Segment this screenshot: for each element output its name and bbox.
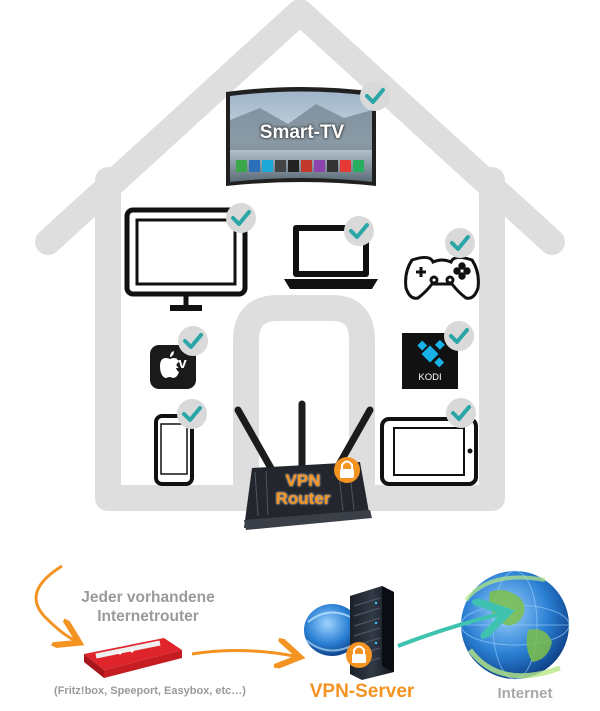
vpn-server-label: VPN-Server bbox=[309, 681, 415, 702]
smart-tv-label: Smart-TV bbox=[259, 122, 345, 143]
router-lock-icon bbox=[334, 457, 360, 483]
check-icon bbox=[178, 326, 208, 356]
server-to-internet-arrow bbox=[397, 614, 500, 648]
monitor-icon bbox=[124, 207, 248, 311]
internet-label: Internet bbox=[497, 685, 553, 702]
check-badges bbox=[177, 81, 476, 429]
vpn-server-icon bbox=[304, 586, 394, 680]
check-icon bbox=[444, 321, 474, 351]
vpn-router-label: VPN Router bbox=[275, 471, 331, 508]
kodi-label: KODI bbox=[418, 372, 442, 383]
check-icon bbox=[226, 203, 256, 233]
gamepad-icon bbox=[404, 255, 480, 300]
house-to-isp-arrow bbox=[34, 564, 74, 640]
check-icon bbox=[445, 228, 475, 258]
isp-router-caption: Jeder vorhandene Internetrouter bbox=[81, 589, 215, 625]
tv-app-tiles bbox=[236, 160, 364, 172]
check-icon bbox=[446, 398, 476, 428]
isp-router-examples: (Fritz!box, Speeport, Easybox, etc…) bbox=[54, 685, 246, 697]
tablet-icon bbox=[380, 417, 478, 486]
server-lock-icon bbox=[346, 642, 372, 668]
isp-to-server-arrow bbox=[191, 650, 294, 656]
internet-globe-icon bbox=[460, 570, 570, 680]
check-icon bbox=[344, 216, 374, 246]
check-icon bbox=[360, 81, 390, 111]
apple-tv-icon bbox=[150, 345, 196, 389]
apple-tv-label: tv bbox=[173, 355, 187, 372]
smartphone-icon bbox=[154, 414, 194, 486]
check-icon bbox=[177, 399, 207, 429]
smart-tv-icon bbox=[226, 87, 376, 186]
house-outline bbox=[35, 0, 565, 511]
isp-router-icon bbox=[84, 638, 182, 678]
